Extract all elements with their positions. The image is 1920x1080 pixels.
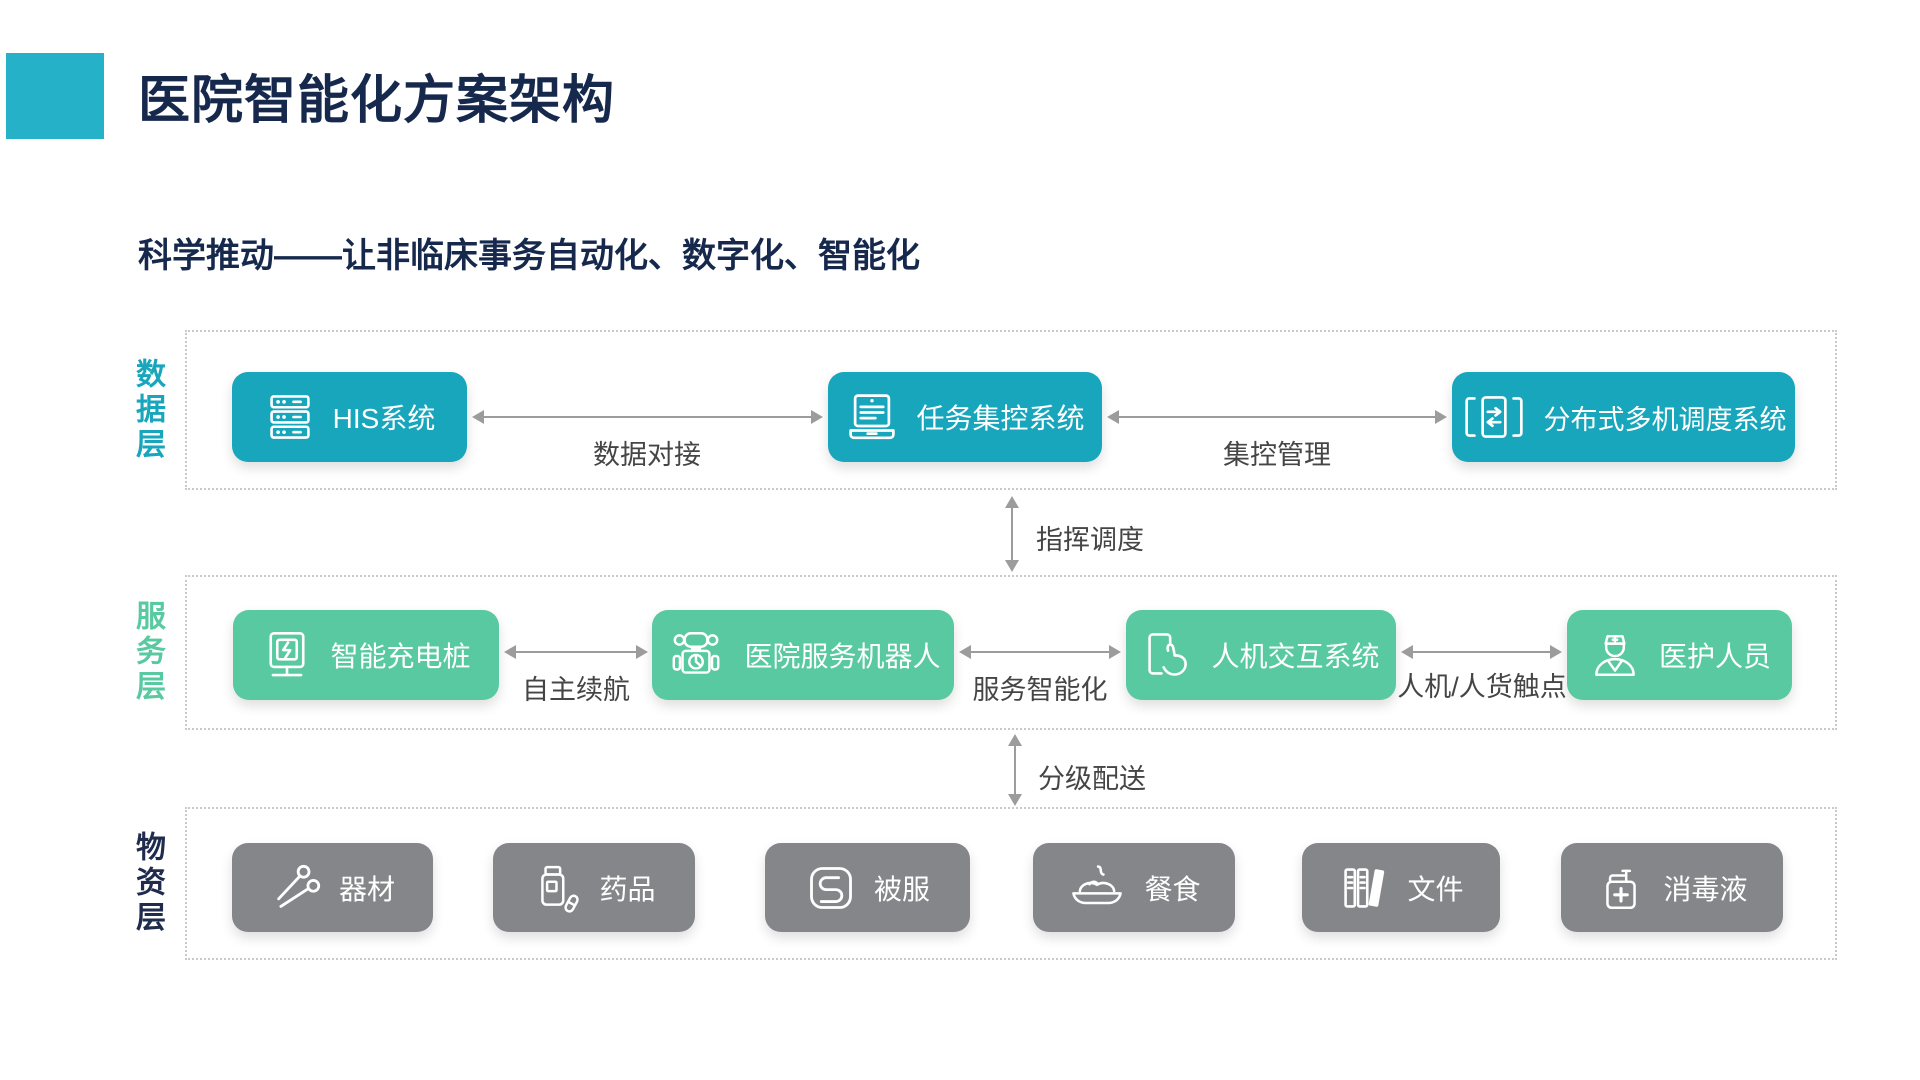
node-label: 文件 <box>1407 873 1464 905</box>
node-label: 医院服务机器人 <box>744 641 941 672</box>
node-distributed-dispatch-system: 分布式多机调度系统 <box>1452 372 1795 462</box>
title-accent-square <box>6 53 104 139</box>
scissors-icon <box>270 862 322 914</box>
service-layer-label: 服务层 <box>131 600 164 705</box>
link-label-command-dispatch: 指挥调度 <box>1036 525 1144 555</box>
node-his-system: HIS系统 <box>232 372 467 462</box>
link-label-autonomous-endurance: 自主续航 <box>522 675 630 705</box>
link-label-tiered-delivery: 分级配送 <box>1038 764 1146 794</box>
node-label: 被服 <box>873 873 930 905</box>
node-label: 器材 <box>338 873 395 905</box>
robot-icon <box>665 629 727 681</box>
arrow-data-to-service-layer <box>1005 496 1019 572</box>
node-task-control-system: 任务集控系统 <box>828 372 1102 462</box>
charging-pile-icon <box>261 629 313 681</box>
subtitle: 科学推动——让非临床事务自动化、数字化、智能化 <box>138 237 920 275</box>
link-label-data-docking: 数据对接 <box>593 440 701 470</box>
arrow-charging-to-robot <box>504 645 648 659</box>
multi-robot-dispatch-icon <box>1461 392 1527 442</box>
node-label: 医护人员 <box>1658 641 1771 672</box>
node-label: 药品 <box>599 873 656 905</box>
arrow-task-control-to-dispatch <box>1107 410 1447 424</box>
node-label: 任务集控系统 <box>916 403 1085 434</box>
node-linen: 被服 <box>765 843 970 932</box>
link-label-service-intelligence: 服务智能化 <box>972 675 1108 705</box>
node-label: 人机交互系统 <box>1211 641 1380 672</box>
arrow-service-to-material-layer <box>1008 734 1022 806</box>
files-icon <box>1338 862 1390 914</box>
touch-interaction-icon <box>1142 629 1194 681</box>
node-human-machine-interaction: 人机交互系统 <box>1126 610 1396 700</box>
page-title: 医院智能化方案架构 <box>138 72 616 130</box>
node-hospital-service-robot: 医院服务机器人 <box>652 610 954 700</box>
link-label-human-machine-touchpoint: 人机/人货触点 <box>1397 672 1567 702</box>
node-documents: 文件 <box>1302 843 1500 932</box>
node-disinfectant: 消毒液 <box>1561 843 1783 932</box>
medicine-bottle-icon <box>532 862 582 914</box>
linen-icon <box>805 862 857 914</box>
node-label: 消毒液 <box>1663 873 1748 905</box>
arrow-his-to-task-control <box>472 410 823 424</box>
sanitizer-icon <box>1596 862 1646 914</box>
nurse-icon <box>1588 629 1642 681</box>
data-layer-label: 数据层 <box>131 357 164 463</box>
server-icon <box>264 391 316 443</box>
node-label: 餐食 <box>1144 873 1201 905</box>
arrow-hmi-to-staff <box>1401 645 1562 659</box>
node-medical-staff: 医护人员 <box>1567 610 1792 700</box>
node-equipment: 器材 <box>232 843 433 932</box>
node-label: 智能充电桩 <box>330 641 471 672</box>
node-label: 分布式多机调度系统 <box>1543 404 1787 435</box>
node-meal: 餐食 <box>1033 843 1235 932</box>
node-smart-charging-pile: 智能充电桩 <box>233 610 499 700</box>
link-label-central-control: 集控管理 <box>1223 440 1331 470</box>
node-label: HIS系统 <box>332 403 436 434</box>
material-layer-label: 物资层 <box>131 831 164 936</box>
laptop-icon <box>845 390 899 444</box>
arrow-robot-to-hmi <box>959 645 1121 659</box>
meal-icon <box>1067 862 1127 914</box>
node-medicine: 药品 <box>493 843 695 932</box>
